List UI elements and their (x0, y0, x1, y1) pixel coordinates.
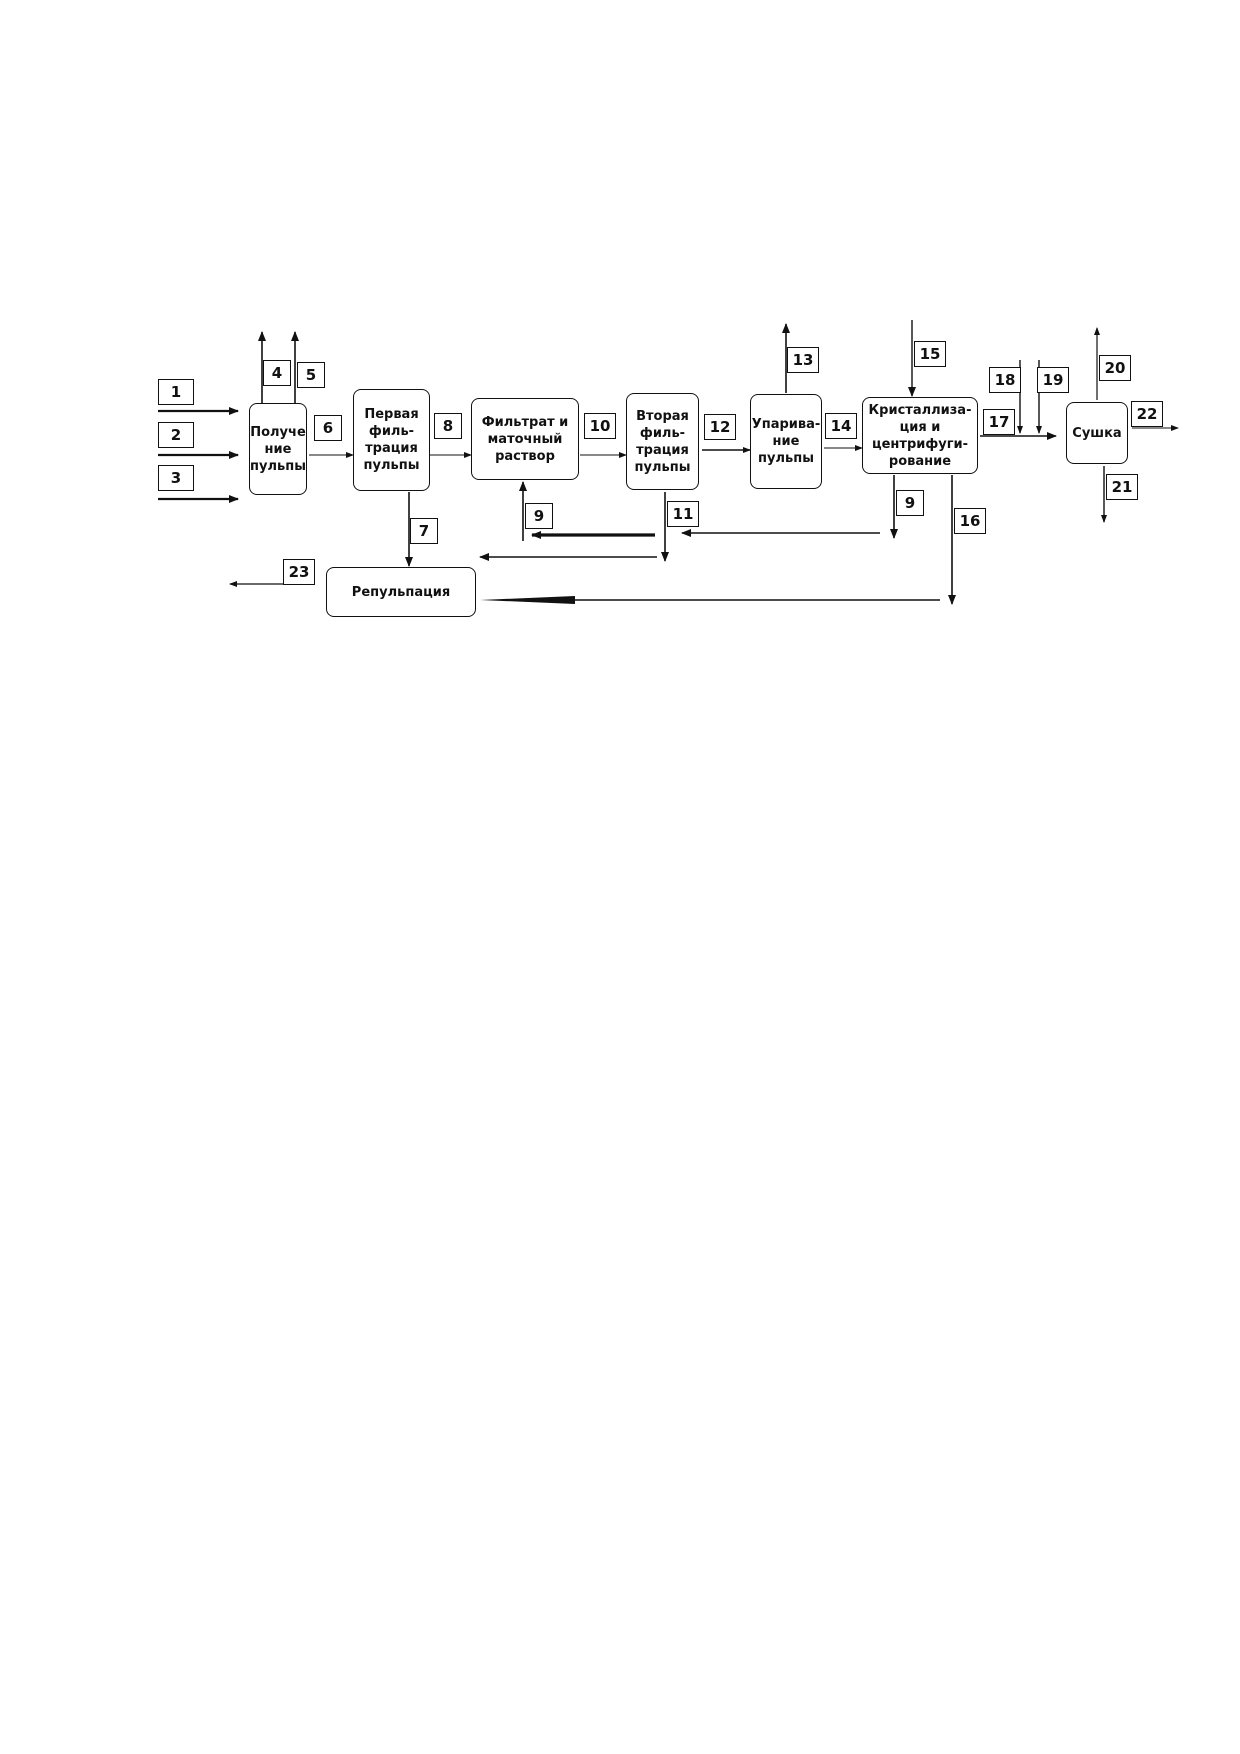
stream-label-14: 14 (825, 413, 857, 439)
stream-label-11: 11 (667, 501, 699, 527)
box-evaporation: Упарива- ние пульпы (750, 394, 822, 489)
stream-label-4: 4 (263, 360, 291, 386)
stream-label-12: 12 (704, 414, 736, 440)
stream-label-17: 17 (983, 409, 1015, 435)
arrow-stream-16-head (480, 596, 575, 604)
stream-label-13: 13 (787, 347, 819, 373)
box-pulp-preparation: Получе ние пульпы (249, 403, 307, 495)
stream-label-19: 19 (1037, 367, 1069, 393)
stream-label-9-crystallization: 9 (896, 490, 924, 516)
stream-label-3: 3 (158, 465, 194, 491)
stream-label-20: 20 (1099, 355, 1131, 381)
stream-label-9-filtrate: 9 (525, 503, 553, 529)
stream-label-21: 21 (1106, 474, 1138, 500)
stream-label-1: 1 (158, 379, 194, 405)
box-first-filtration: Первая филь- трация пульпы (353, 389, 430, 491)
stream-label-2: 2 (158, 422, 194, 448)
box-drying: Сушка (1066, 402, 1128, 464)
stream-label-22: 22 (1131, 401, 1163, 427)
box-crystallization-centrifugation: Кристаллиза- ция и центрифуги- рование (862, 397, 978, 474)
stream-label-7: 7 (410, 518, 438, 544)
stream-label-15: 15 (914, 341, 946, 367)
stream-label-6: 6 (314, 415, 342, 441)
box-filtrate-mother-liquor: Фильтрат и маточный раствор (471, 398, 579, 480)
stream-label-5: 5 (297, 362, 325, 388)
box-repulping: Репульпация (326, 567, 476, 617)
stream-label-16: 16 (954, 508, 986, 534)
stream-label-23: 23 (283, 559, 315, 585)
stream-label-10: 10 (584, 413, 616, 439)
box-second-filtration: Вторая филь- трация пульпы (626, 393, 699, 490)
stream-label-18: 18 (989, 367, 1021, 393)
stream-label-8: 8 (434, 413, 462, 439)
